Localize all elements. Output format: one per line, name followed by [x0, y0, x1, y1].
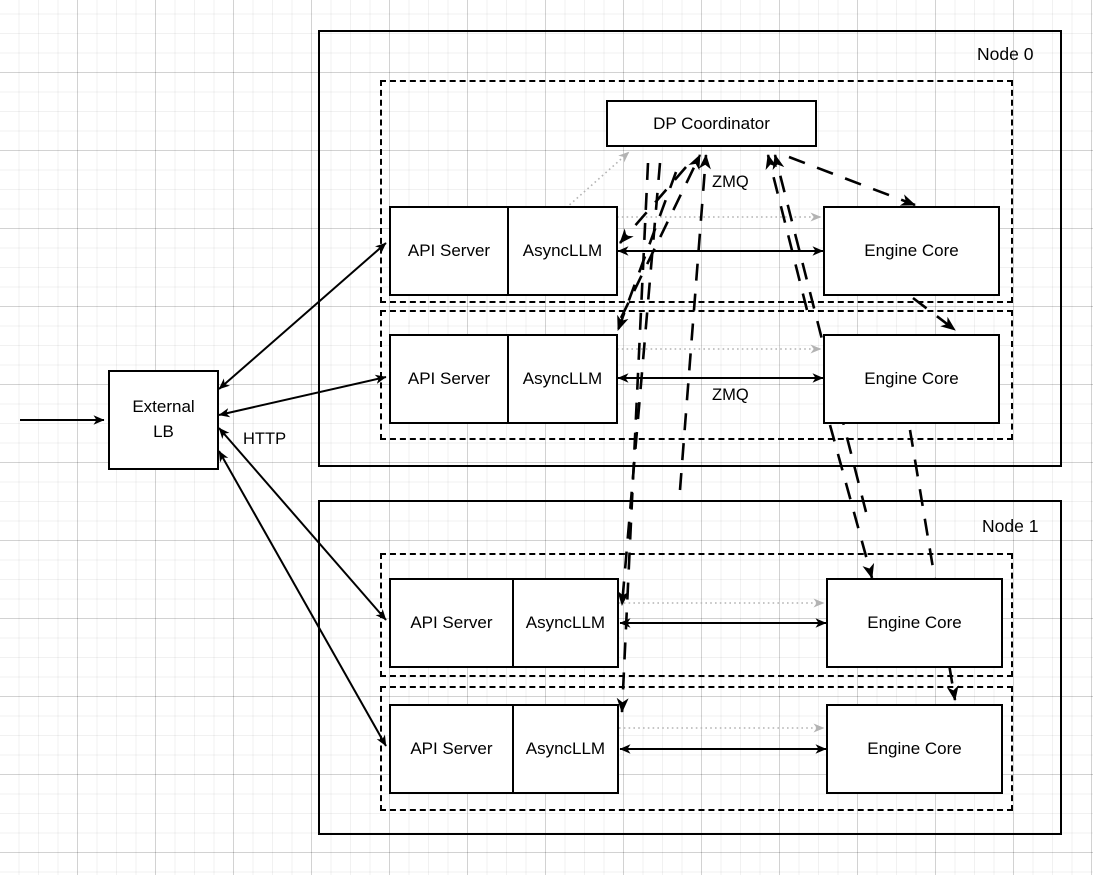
- node-0-group-1-zmq-label: ZMQ: [712, 386, 749, 404]
- engine-core-label: Engine Core: [864, 241, 959, 260]
- dp-coordinator-box[interactable]: DP Coordinator: [606, 100, 817, 147]
- node-1-group-0-api-unit[interactable]: API Server AsyncLLM: [389, 578, 619, 668]
- external-lb-label-line2: LB: [153, 422, 174, 441]
- dp-coordinator-label: DP Coordinator: [653, 113, 770, 133]
- node-0-group-1-api-unit[interactable]: API Server AsyncLLM: [389, 334, 618, 424]
- api-server-cell[interactable]: API Server: [391, 208, 507, 294]
- node-0-group-0-frame: [380, 80, 1013, 303]
- api-server-cell[interactable]: API Server: [391, 706, 512, 792]
- engine-core-label: Engine Core: [867, 739, 962, 758]
- node-0-group-1-engine-core[interactable]: Engine Core: [823, 334, 1000, 424]
- node-0-group-0-zmq-label: ZMQ: [712, 173, 749, 191]
- async-llm-cell[interactable]: AsyncLLM: [511, 706, 617, 792]
- api-server-cell[interactable]: API Server: [391, 336, 507, 422]
- node-1-group-0-frame: [380, 553, 1013, 677]
- engine-core-label: Engine Core: [867, 613, 962, 632]
- api-server-label: API Server: [410, 613, 493, 632]
- api-server-label: API Server: [410, 739, 493, 758]
- node-0-group-0-api-unit[interactable]: API Server AsyncLLM: [389, 206, 618, 296]
- node-1-group-1-frame: [380, 686, 1013, 811]
- node-0-frame: [318, 30, 1062, 467]
- api-server-cell[interactable]: API Server: [391, 580, 512, 666]
- node-1-group-1-api-unit[interactable]: API Server AsyncLLM: [389, 704, 619, 794]
- node-0-group-0-engine-core[interactable]: Engine Core: [823, 206, 1000, 296]
- external-lb-box[interactable]: External LB: [108, 370, 219, 470]
- node-1-frame: [318, 500, 1062, 835]
- async-llm-label: AsyncLLM: [522, 241, 603, 260]
- external-lb-label-line1: External: [132, 397, 195, 417]
- node-1-group-0-engine-core[interactable]: Engine Core: [826, 578, 1003, 668]
- node-0-group-1-frame: [380, 310, 1013, 440]
- async-llm-label: AsyncLLM: [522, 369, 603, 388]
- async-llm-cell[interactable]: AsyncLLM: [506, 336, 616, 422]
- http-edge-label: HTTP: [243, 430, 287, 448]
- async-llm-label: AsyncLLM: [525, 739, 606, 758]
- async-llm-cell[interactable]: AsyncLLM: [506, 208, 616, 294]
- node-0-label: Node 0: [977, 44, 1034, 64]
- node-1-label: Node 1: [982, 516, 1039, 536]
- api-server-label: API Server: [407, 241, 491, 260]
- node-1-group-1-engine-core[interactable]: Engine Core: [826, 704, 1003, 794]
- api-server-label: API Server: [407, 369, 491, 388]
- async-llm-label: AsyncLLM: [525, 613, 606, 632]
- engine-core-label: Engine Core: [864, 369, 959, 388]
- async-llm-cell[interactable]: AsyncLLM: [511, 580, 617, 666]
